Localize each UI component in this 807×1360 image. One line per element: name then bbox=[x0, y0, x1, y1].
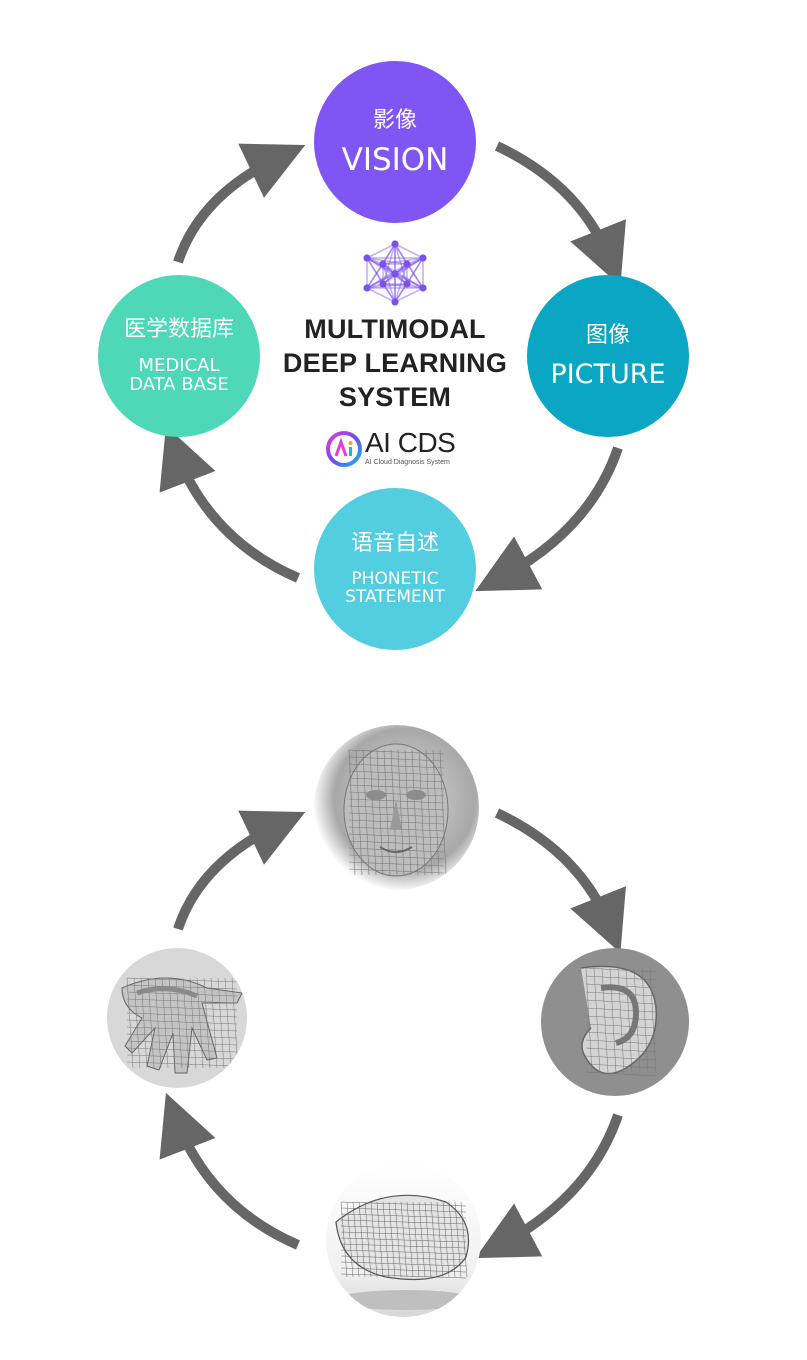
arrow-medical-to-vision bbox=[173, 143, 306, 264]
bottom-arrow-picture-to-phonetic bbox=[475, 1113, 623, 1259]
picture-en-label: PICTURE bbox=[550, 359, 666, 391]
medical-cn-label: 医学数据库 bbox=[123, 316, 234, 342]
tongue-mesh-image bbox=[326, 1162, 481, 1317]
vision-cn-label: 影像 bbox=[372, 107, 417, 133]
phonetic-cn-label: 语音自述 bbox=[350, 530, 439, 556]
center-title-line-2: DEEP LEARNING bbox=[282, 348, 508, 378]
phonetic-en-line-1: PHONETIC bbox=[351, 569, 439, 590]
arrow-phonetic-to-medical bbox=[159, 425, 300, 583]
brand-name: AI CDS bbox=[365, 427, 456, 458]
hand-mesh-image bbox=[107, 948, 247, 1088]
network-icon bbox=[363, 240, 427, 306]
bottom-arrow-phonetic-to-medical bbox=[159, 1092, 300, 1250]
vision-en-label: VISION bbox=[341, 141, 449, 178]
face-mesh-image bbox=[314, 725, 479, 890]
phonetic-node: 语音自述 PHONETIC STATEMENT bbox=[314, 488, 476, 650]
bottom-arrow-medical-to-vision bbox=[173, 810, 306, 931]
phonetic-en-line-2: STATEMENT bbox=[345, 587, 445, 608]
center-title-line-3: SYSTEM bbox=[338, 382, 452, 412]
brand-tagline: AI Cloud Diagnosis System bbox=[365, 459, 450, 466]
medical-en-line-2: DATA BASE bbox=[129, 374, 229, 396]
medical-en-line-1: MEDICAL bbox=[138, 355, 220, 377]
picture-cn-label: 图像 bbox=[585, 322, 630, 348]
ai-logo-icon bbox=[326, 431, 362, 467]
ai-cds-brand: AI CDS AI Cloud Diagnosis System bbox=[325, 428, 475, 473]
center-title-line-1: MULTIMODAL bbox=[304, 314, 486, 344]
medical-node: 医学数据库 MEDICAL DATA BASE bbox=[98, 275, 260, 437]
vision-node: 影像 VISION bbox=[314, 61, 476, 223]
ear-mesh-image bbox=[541, 948, 689, 1096]
bottom-arrow-vision-to-picture bbox=[494, 808, 626, 953]
arrow-vision-to-picture bbox=[494, 141, 626, 286]
picture-node: 图像 PICTURE bbox=[527, 275, 689, 437]
arrow-picture-to-phonetic bbox=[475, 446, 623, 592]
center-title: MULTIMODAL DEEP LEARNING SYSTEM bbox=[265, 312, 525, 414]
